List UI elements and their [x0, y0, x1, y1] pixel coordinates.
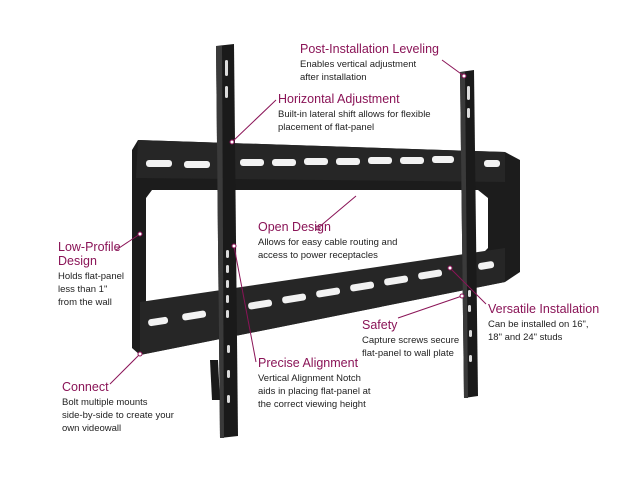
slot: [182, 310, 207, 321]
leader-precise-alignment: [233, 245, 257, 363]
callout-title: Horizontal Adjustment: [278, 92, 400, 106]
callout-horizontal-adjustment: Horizontal Adjustment Built-in lateral s…: [278, 92, 431, 134]
slot: [484, 160, 500, 167]
arm-hole: [468, 290, 471, 297]
leader-dot: [447, 265, 453, 271]
slot: [146, 160, 172, 167]
slot: [184, 161, 210, 168]
arm-hole: [469, 330, 472, 337]
leader-dot: [461, 73, 467, 79]
slot: [400, 157, 424, 164]
slot: [272, 159, 296, 166]
slot: [316, 287, 341, 298]
callout-description: Allows for easy cable routing and access…: [258, 237, 398, 261]
leader-low-profile-design: [115, 233, 141, 251]
arm-slot: [467, 108, 470, 118]
callout-description: Can be installed on 16", 18" and 24" stu…: [488, 319, 589, 343]
leader-dot: [231, 243, 237, 249]
callout-title: Versatile Installation: [488, 302, 600, 316]
callout-connect: Connect Bolt multiple mounts side-by-sid…: [62, 380, 174, 435]
leader-connect: [109, 353, 141, 385]
slot: [336, 158, 360, 165]
slot: [418, 269, 443, 280]
callout-versatile-installation: Versatile Installation Can be installed …: [488, 302, 599, 344]
arm-edge-highlight: [216, 46, 224, 438]
slot: [432, 156, 454, 163]
leader-dot: [459, 293, 465, 299]
callout-title: Post-Installation Leveling: [300, 42, 439, 56]
callout-post-installation-leveling: Post-Installation Leveling Enables verti…: [300, 42, 439, 84]
callout-title: Connect: [62, 380, 109, 394]
leader-dot: [229, 139, 235, 145]
callout-description: Holds flat-panel less than 1" from the w…: [58, 271, 125, 308]
callout-description: Vertical Alignment Notch aids in placing…: [258, 373, 371, 410]
callout-description: Bolt multiple mounts side-by-side to cre…: [62, 397, 174, 434]
leader-dot: [137, 231, 143, 237]
arm-hole: [469, 355, 472, 362]
callout-description: Enables vertical adjustment after instal…: [300, 59, 417, 83]
slot: [304, 158, 328, 165]
arm-hole: [226, 280, 229, 288]
callout-title: Open Design: [258, 220, 331, 234]
leader-versatile-installation: [449, 267, 487, 305]
callout-title: Low-Profile Design: [58, 240, 121, 268]
arm-slot: [467, 86, 470, 100]
leader-safety: [397, 295, 463, 319]
slot: [148, 316, 169, 327]
arm-edge-highlight: [460, 72, 468, 398]
callout-title: Safety: [362, 318, 398, 332]
slot: [240, 159, 264, 166]
arm-slot: [225, 60, 228, 76]
arm-hole: [226, 265, 229, 273]
callout-open-design: Open Design Allows for easy cable routin…: [258, 220, 397, 262]
slot: [384, 275, 409, 286]
slot: [248, 299, 273, 310]
arm-hole: [226, 250, 229, 258]
arm-slot: [225, 86, 228, 98]
leader-dot: [137, 351, 143, 357]
arm-hole: [227, 370, 230, 378]
callout-safety: Safety Capture screws secure flat-panel …: [362, 318, 459, 360]
slot: [282, 293, 307, 304]
arm-hole: [468, 305, 471, 312]
leader-open-design: [317, 195, 357, 229]
callout-description: Built-in lateral shift allows for flexib…: [278, 109, 431, 133]
leader-horizontal-adjustment: [231, 99, 277, 143]
arm-hole: [227, 395, 230, 403]
slot: [478, 261, 495, 270]
left-arm-hook: [210, 360, 220, 400]
arm-hole: [226, 295, 229, 303]
slot: [368, 157, 392, 164]
slot: [350, 281, 375, 292]
leader-post-installation-leveling: [441, 59, 465, 77]
callout-low-profile-design: Low-Profile Design Holds flat-panel less…: [58, 240, 124, 309]
leader-dot: [315, 225, 321, 231]
callout-title: Precise Alignment: [258, 356, 359, 370]
callout-precise-alignment: Precise Alignment Vertical Alignment Not…: [258, 356, 371, 411]
arm-hole: [227, 345, 230, 353]
arm-hole: [226, 310, 229, 318]
callout-description: Capture screws secure flat-panel to wall…: [362, 335, 460, 359]
